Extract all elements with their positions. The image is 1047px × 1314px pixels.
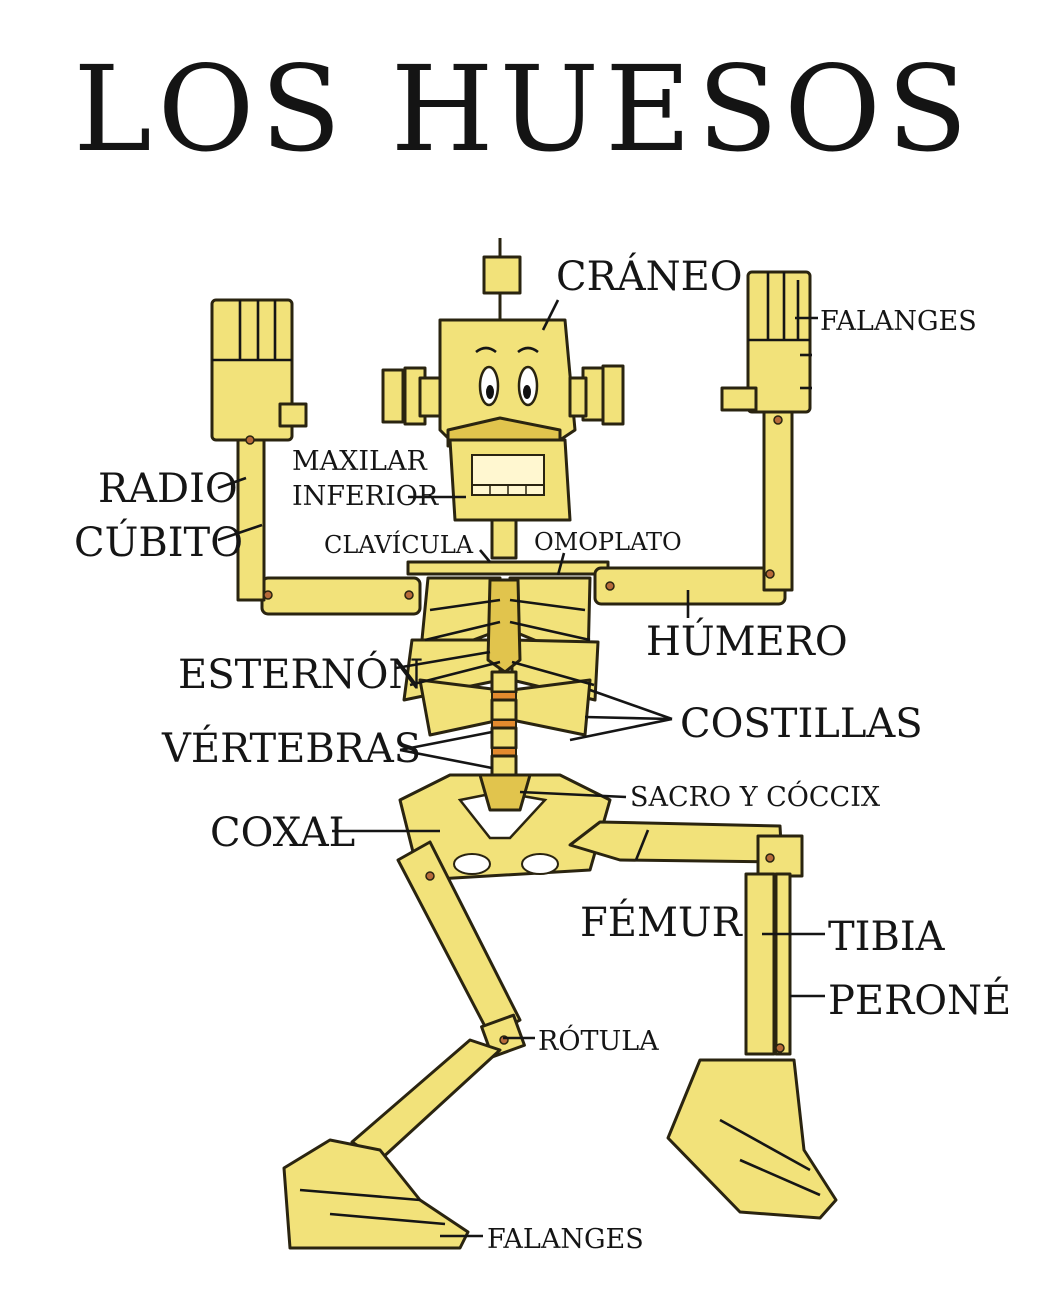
spine	[492, 672, 516, 780]
clavicle-bar	[408, 562, 608, 574]
label-cubito: CÚBITO	[74, 519, 243, 566]
label-craneo: CRÁNEO	[556, 253, 743, 300]
neck	[492, 520, 516, 558]
label-humero: HÚMERO	[646, 618, 848, 665]
label-omoplato: OMOPLATO	[534, 528, 682, 556]
right-leg	[570, 822, 836, 1218]
skull	[383, 320, 623, 446]
label-vertebras: VÉRTEBRAS	[161, 725, 421, 772]
label-falanges-mano: FALANGES	[820, 306, 977, 337]
label-maxilar-1: MAXILAR	[292, 446, 427, 477]
label-radio: RADIO	[98, 466, 238, 512]
label-femur: FÉMUR	[580, 899, 744, 946]
label-sacro: SACRO Y CÓCCIX	[630, 779, 881, 813]
label-tibia: TIBIA	[828, 914, 946, 960]
label-esternon: ESTERNÓN	[178, 651, 423, 698]
label-falanges-pie: FALANGES	[487, 1224, 644, 1255]
label-rotula: RÓTULA	[538, 1023, 659, 1057]
label-clavicula: CLAVÍCULA	[324, 530, 474, 559]
left-leg	[284, 842, 524, 1248]
label-costillas: COSTILLAS	[680, 701, 923, 747]
label-coxal: COXAL	[210, 810, 355, 856]
label-maxilar-2: INFERIOR	[292, 481, 439, 512]
jaw	[450, 440, 570, 520]
label-perone: PERONÉ	[828, 977, 1011, 1024]
head-top-bone	[484, 238, 520, 322]
